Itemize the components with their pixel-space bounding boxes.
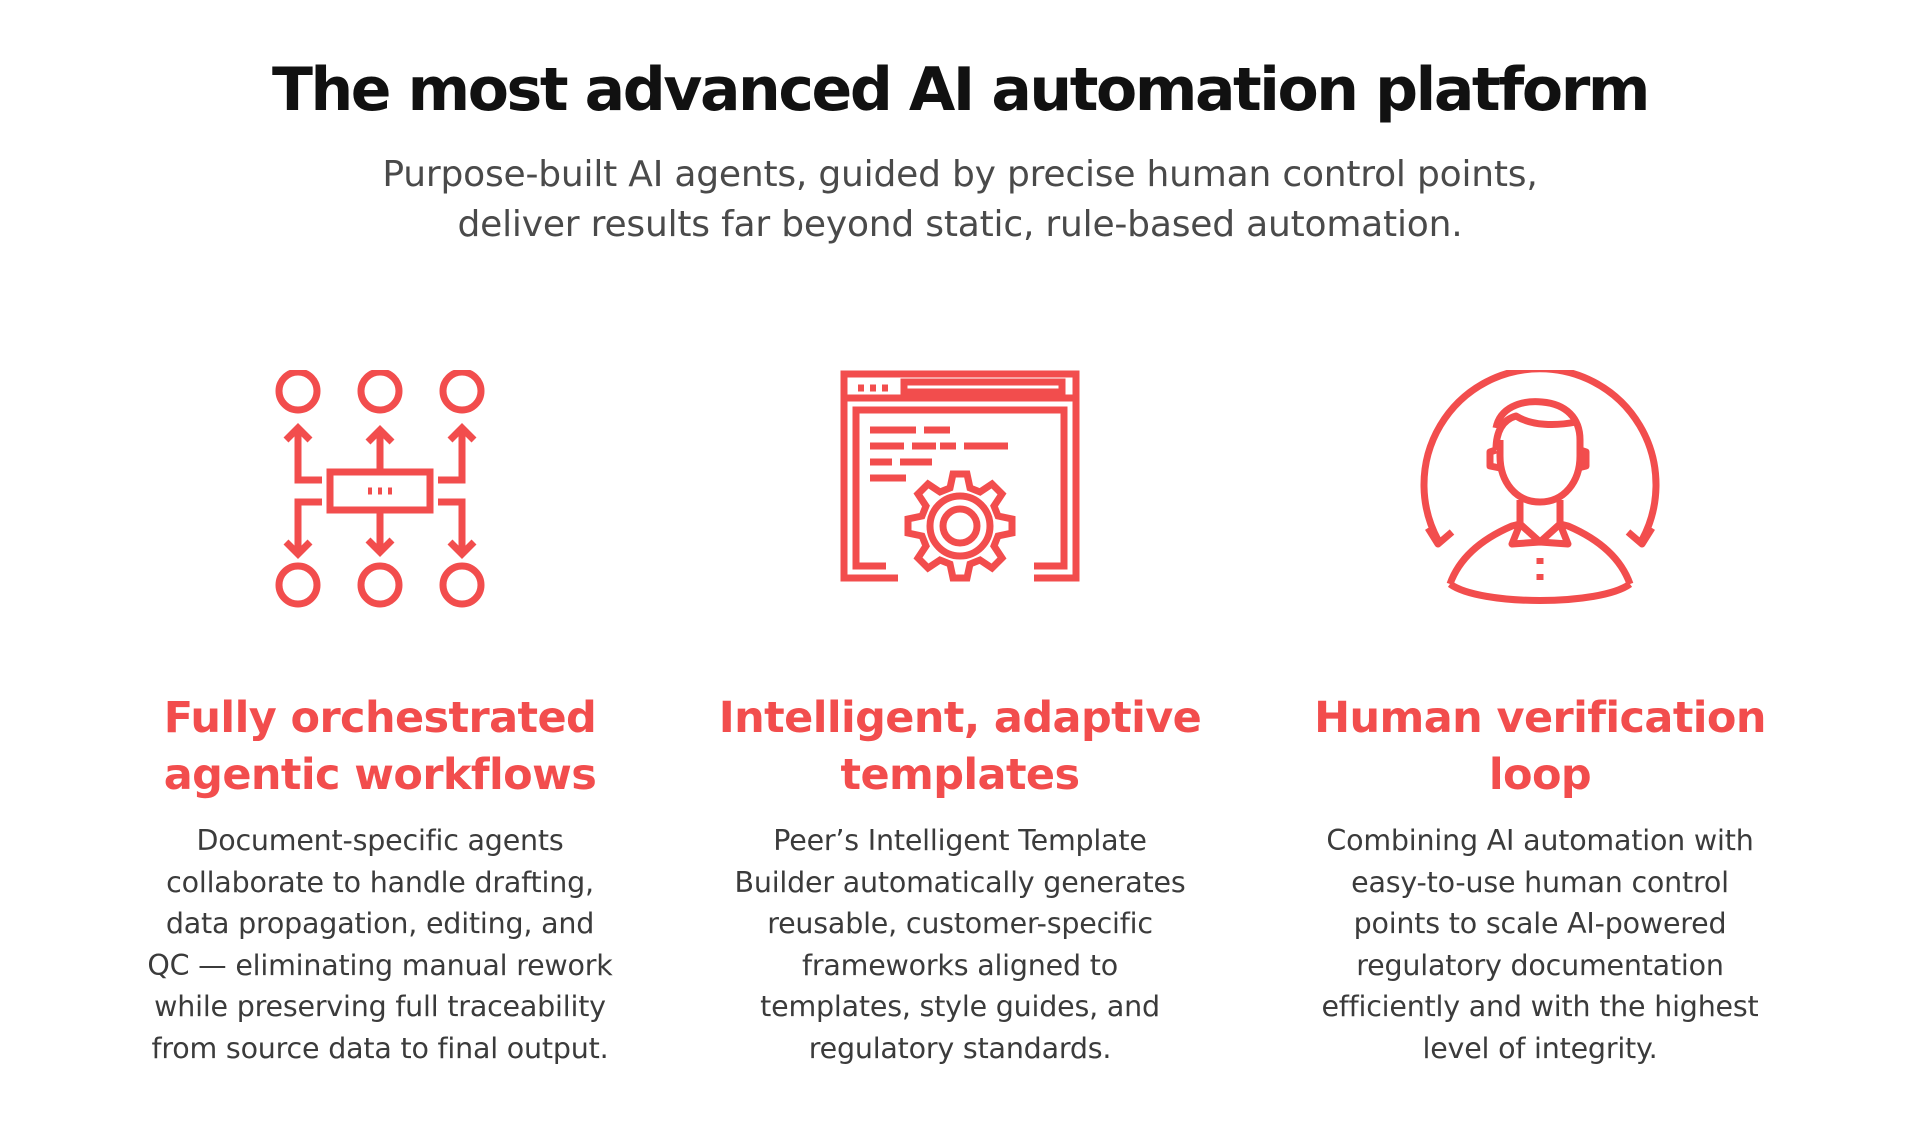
feature-description-line: regulatory documentation	[1356, 948, 1724, 982]
feature-description-line: level of integrity.	[1422, 1031, 1658, 1065]
subtitle-line: Purpose-built AI agents, guided by preci…	[382, 154, 1538, 195]
feature-description-line: Combining AI automation with	[1326, 824, 1754, 857]
feature-card-adaptive-templates: Intelligent, adaptive templates Peer’s I…	[670, 370, 1250, 1090]
feature-title-line: loop	[1488, 750, 1592, 800]
feature-description-line: Builder automatically generates	[734, 865, 1186, 899]
human-verification-loop-icon	[1420, 370, 1660, 610]
feature-title: Human verification loop	[1250, 690, 1830, 804]
page-subtitle: Purpose-built AI agents, guided by preci…	[360, 150, 1560, 250]
feature-description-line: QC — eliminating manual rework	[147, 948, 613, 982]
feature-title-line: templates	[840, 750, 1081, 800]
feature-title-line: Intelligent, adaptive	[718, 693, 1202, 743]
feature-description-line: Document-specific agents	[196, 824, 564, 857]
feature-description-line: collaborate to handle drafting,	[166, 865, 594, 899]
template-gear-icon	[840, 370, 1080, 610]
feature-description-line: points to scale AI-powered	[1353, 907, 1727, 940]
feature-description-line: while preserving full traceability	[154, 990, 606, 1023]
feature-title: Intelligent, adaptive templates	[670, 690, 1250, 804]
feature-description-line: reusable, customer-specific	[767, 907, 1153, 940]
feature-description-line: frameworks aligned to	[802, 948, 1118, 982]
feature-description-line: from source data to final output.	[151, 1031, 609, 1065]
feature-description-line: easy-to-use human control	[1351, 865, 1729, 899]
feature-description-line: regulatory standards.	[808, 1031, 1112, 1065]
feature-title: Fully orchestrated agentic workflows	[90, 690, 670, 804]
feature-description: Combining AI automation with easy-to-use…	[1250, 820, 1830, 1069]
subtitle-line: deliver results far beyond static, rule-…	[457, 204, 1463, 245]
feature-title-line: Human verification	[1314, 693, 1766, 743]
feature-card-orchestrated-workflows: Fully orchestrated agentic workflows Doc…	[90, 370, 670, 1090]
feature-title-line: agentic workflows	[163, 750, 597, 800]
page-title: The most advanced AI automation platform	[271, 55, 1650, 125]
feature-description-line: data propagation, editing, and	[165, 907, 595, 940]
workflow-orchestration-icon	[260, 370, 500, 610]
feature-description-line: Peer’s Intelligent Template	[773, 824, 1147, 857]
feature-description-line: efficiently and with the highest	[1321, 990, 1759, 1023]
feature-description: Document-specific agents collaborate to …	[90, 820, 670, 1069]
features-grid: Fully orchestrated agentic workflows Doc…	[90, 370, 1830, 1090]
feature-card-human-verification: Human verification loop Combining AI aut…	[1250, 370, 1830, 1090]
feature-title-line: Fully orchestrated	[163, 693, 597, 743]
feature-description: Peer’s Intelligent Template Builder auto…	[670, 820, 1250, 1069]
feature-description-line: templates, style guides, and	[760, 990, 1160, 1023]
